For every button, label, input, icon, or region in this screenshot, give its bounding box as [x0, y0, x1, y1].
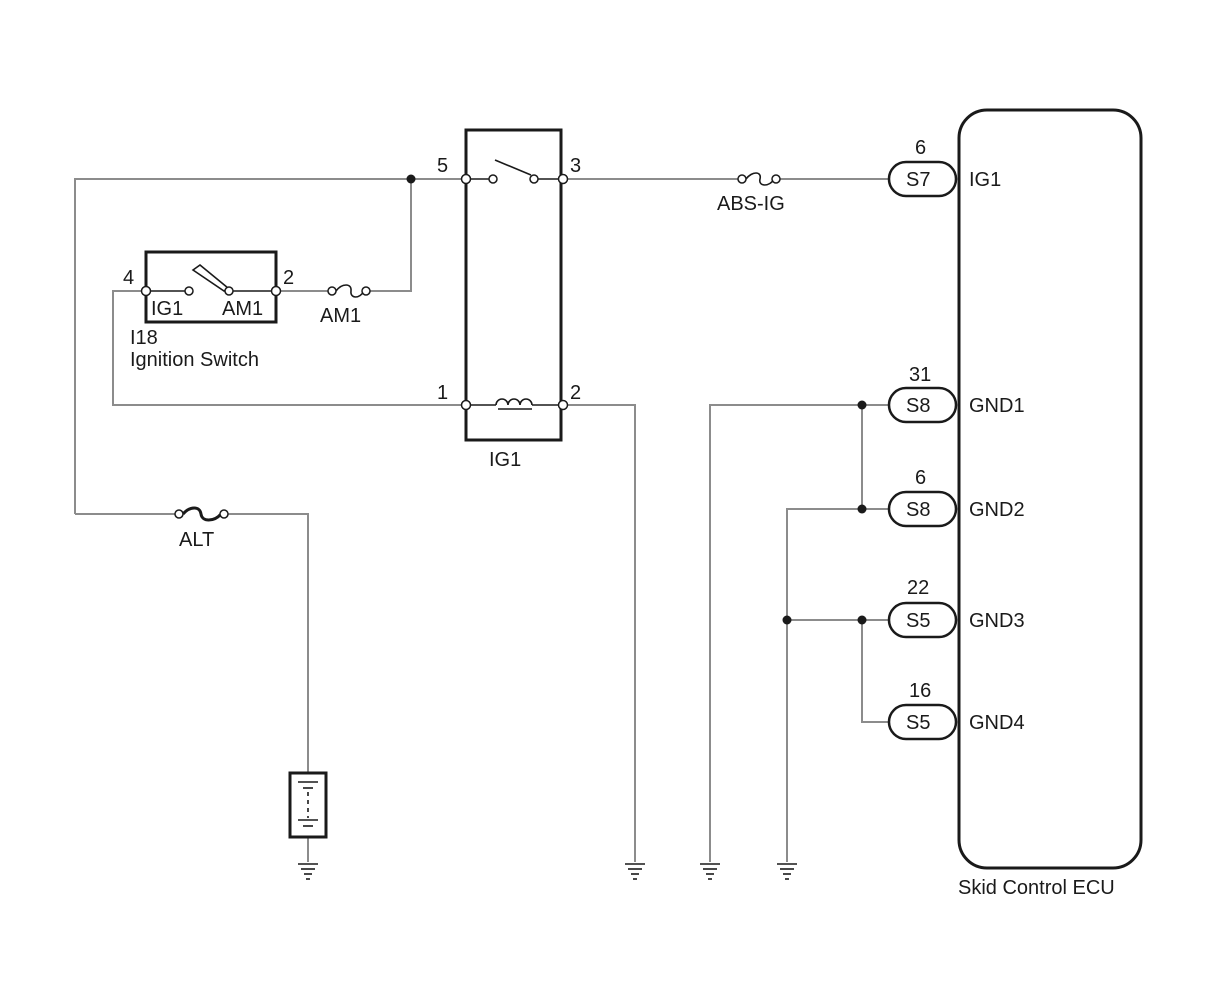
ground-icon	[625, 863, 645, 880]
fuse-terminal	[361, 286, 371, 296]
switch-contact	[224, 286, 234, 296]
connector-code: S8	[906, 395, 930, 417]
connector-signal: IG1	[969, 169, 1001, 191]
fuse-abs-ig: ABS-IG	[717, 172, 785, 215]
ecu-frame	[957, 108, 1143, 870]
relay-terminal-1	[460, 399, 472, 411]
switch-contact-ig1-label: IG1	[151, 298, 183, 320]
ground-icon	[298, 863, 318, 880]
ecu-connector-s5-gnd4: 16 S5 GND4	[887, 680, 1025, 741]
relay-pin-5: 5	[437, 155, 448, 177]
wire-main-top	[74, 178, 466, 514]
fuse-terminal	[327, 286, 337, 296]
switch-pin-2: 2	[283, 267, 294, 289]
splice-dot	[857, 615, 867, 625]
grounds	[298, 863, 797, 880]
wire-relay2-to-ground	[563, 404, 636, 862]
connector-box	[887, 386, 958, 424]
switch-key-icon	[191, 263, 230, 292]
splice-dot	[857, 504, 867, 514]
connector-box	[887, 703, 958, 741]
fuse-alt-icon	[181, 506, 223, 522]
connector-pin-number: 6	[915, 137, 926, 159]
connector-signal: GND1	[969, 395, 1025, 417]
connector-pin-number: 6	[915, 467, 926, 489]
relay-name: IG1	[489, 449, 521, 471]
fuse-am1-icon	[335, 284, 365, 298]
connector-code: S8	[906, 499, 930, 521]
wire-gnd4	[861, 620, 890, 723]
wire-switch4-to-relay1	[112, 290, 466, 406]
switch-contact-am1-label: AM1	[222, 298, 263, 320]
splices	[406, 174, 867, 625]
splice-dot	[782, 615, 792, 625]
relay-contact	[488, 174, 498, 184]
fuse-alt: ALT	[174, 506, 229, 551]
splice-dot	[857, 400, 867, 410]
splice-dot	[406, 174, 416, 184]
relay-pin-2: 2	[570, 382, 581, 404]
connector-box	[887, 601, 958, 639]
fuse-am1: AM1	[320, 284, 371, 327]
relay-ig1: 5 3 1 2 IG1	[437, 128, 581, 471]
wire-gnd1	[709, 404, 890, 862]
fuse-abs-ig-icon	[745, 172, 775, 186]
wire-splice-to-am1-fuse	[368, 179, 412, 292]
connector-box	[887, 160, 958, 198]
ignition-switch: 4 2 IG1 AM1 I18 Ignition Switch	[123, 250, 294, 371]
fuse-alt-label: ALT	[179, 529, 214, 551]
relay-switch-arm	[494, 159, 532, 176]
ground-icon	[700, 863, 720, 880]
wires	[74, 178, 890, 862]
switch-terminal-4	[140, 285, 152, 297]
switch-terminal-2	[270, 285, 282, 297]
connector-box	[887, 490, 958, 528]
wire-gnd2-to-ground	[786, 508, 862, 862]
wire-alt-to-battery	[225, 513, 309, 773]
skid-control-ecu: Skid Control ECU 6 S7 IG1 31 S8 GND1 6 S…	[887, 108, 1143, 899]
connector-pin-number: 31	[909, 364, 931, 386]
relay-terminal-5	[460, 173, 472, 185]
switch-code: I18	[130, 327, 158, 349]
connector-signal: GND4	[969, 712, 1025, 734]
connector-code: S7	[906, 169, 930, 191]
relay-contact	[529, 174, 539, 184]
relay-pin-1: 1	[437, 382, 448, 404]
connector-code: S5	[906, 712, 930, 734]
ecu-connector-s5-gnd3: 22 S5 GND3	[887, 577, 1025, 639]
switch-name: Ignition Switch	[130, 349, 259, 371]
ecu-connector-s7-ig1: 6 S7 IG1	[887, 137, 1001, 198]
connector-code: S5	[906, 610, 930, 632]
switch-pin-4: 4	[123, 267, 134, 289]
relay-coil-loops	[498, 408, 532, 410]
ground-icon	[777, 863, 797, 880]
relay-frame	[464, 128, 563, 442]
fuse-am1-label: AM1	[320, 305, 361, 327]
fuse-terminal	[219, 509, 229, 519]
switch-contact	[184, 286, 194, 296]
relay-terminal-2	[557, 399, 569, 411]
relay-pin-3: 3	[570, 155, 581, 177]
battery	[288, 771, 328, 839]
relay-coil-icon	[495, 398, 533, 406]
ecu-connector-s8-gnd1: 31 S8 GND1	[887, 364, 1025, 424]
fuse-terminal	[737, 174, 747, 184]
relay-terminal-3	[557, 173, 569, 185]
ecu-name: Skid Control ECU	[958, 877, 1115, 899]
fuse-terminal	[771, 174, 781, 184]
battery-frame	[288, 771, 328, 839]
ecu-connector-s8-gnd2: 6 S8 GND2	[887, 467, 1025, 528]
connector-pin-number: 16	[909, 680, 931, 702]
connector-signal: GND3	[969, 610, 1025, 632]
fuse-terminal	[174, 509, 184, 519]
fuse-abs-ig-label: ABS-IG	[717, 193, 785, 215]
connector-pin-number: 22	[907, 577, 929, 599]
connector-signal: GND2	[969, 499, 1025, 521]
